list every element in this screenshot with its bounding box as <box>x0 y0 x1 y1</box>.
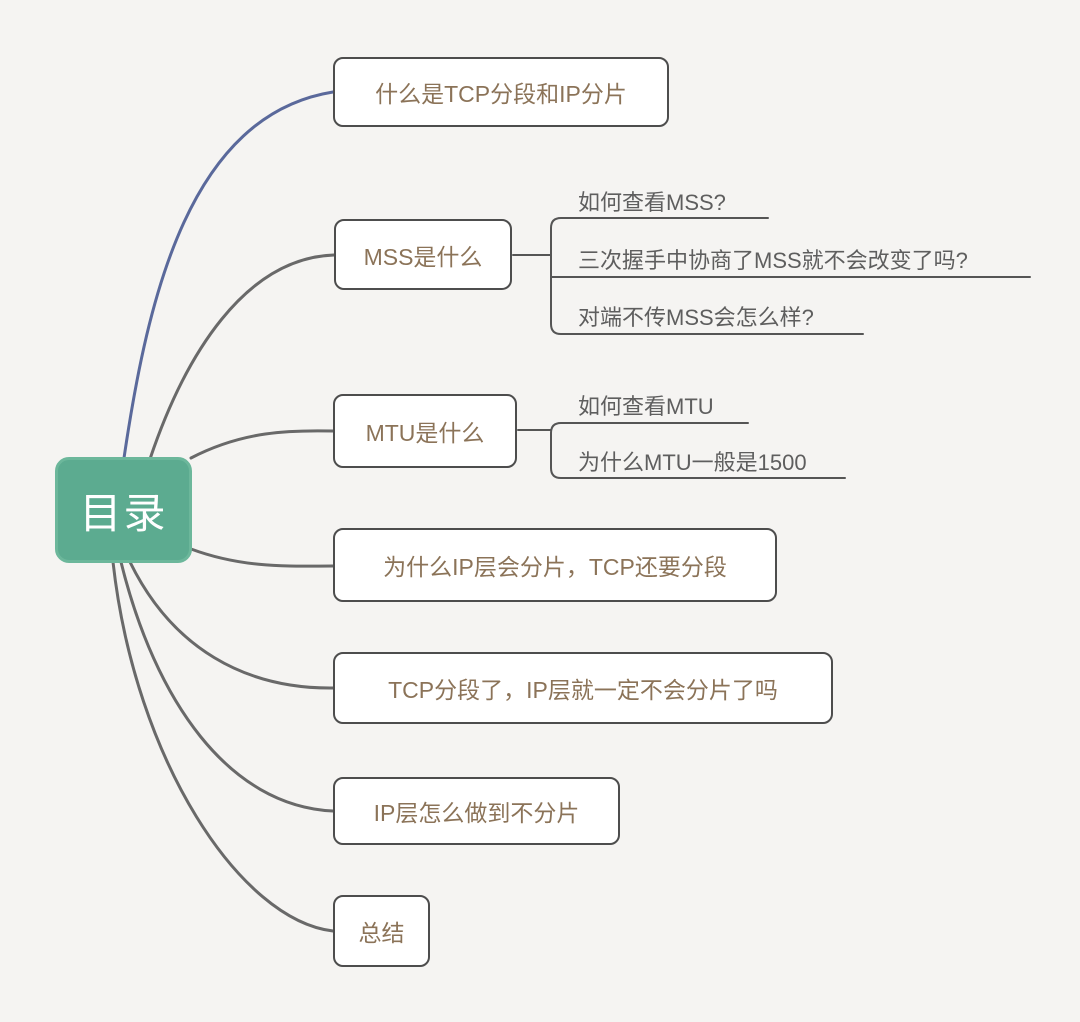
connector-root-to-branch-2 <box>189 429 335 460</box>
branch-node-label: MSS是什么 <box>363 243 483 270</box>
branch-node-label: 什么是TCP分段和IP分片 <box>375 81 627 107</box>
branch-node-label: 为什么IP层会分片，TCP还要分段 <box>383 554 727 580</box>
root-node-label: 目录 <box>79 489 168 537</box>
connector-root-to-branch-1 <box>148 253 336 461</box>
connector-root-to-branch-4 <box>128 560 335 690</box>
branch-node-label: MTU是什么 <box>365 420 485 446</box>
child-node-how-to-view-mtu: 如何查看MTU <box>578 394 714 419</box>
branch-node-why-ip-fragments-tcp-segments: 为什么IP层会分片，TCP还要分段 <box>333 528 777 602</box>
branch-node-summary: 总结 <box>333 895 430 967</box>
child-node-mss-negotiated-never-changes: 三次握手中协商了MSS就不会改变了吗? <box>578 248 968 273</box>
branch-node-what-is-mtu: MTU是什么 <box>333 394 517 468</box>
child-node-why-mtu-is-1500: 为什么MTU一般是1500 <box>578 450 807 475</box>
child-node-how-to-view-mss: 如何查看MSS? <box>578 190 726 215</box>
child-node-peer-not-sending-mss: 对端不传MSS会怎么样? <box>578 305 814 330</box>
connector-root-to-branch-3 <box>189 547 335 568</box>
root-node-toc: 目录 <box>55 457 192 563</box>
connector-root-to-branch-0 <box>122 90 335 460</box>
branch-node-label: 总结 <box>358 920 405 946</box>
branch-node-label: TCP分段了，IP层就一定不会分片了吗 <box>388 677 778 703</box>
branch-node-what-is-tcp-segmentation-ip-fragmentation: 什么是TCP分段和IP分片 <box>333 57 669 127</box>
connector-root-to-branch-6 <box>111 560 335 933</box>
branch-node-label: IP层怎么做到不分片 <box>373 800 580 826</box>
branch-node-what-is-mss: MSS是什么 <box>334 219 512 290</box>
branch-node-tcp-segmented-will-ip-still-fragment: TCP分段了，IP层就一定不会分片了吗 <box>333 652 833 724</box>
connector-root-to-branch-5 <box>119 560 335 813</box>
branch-node-how-ip-avoids-fragmentation: IP层怎么做到不分片 <box>333 777 620 845</box>
